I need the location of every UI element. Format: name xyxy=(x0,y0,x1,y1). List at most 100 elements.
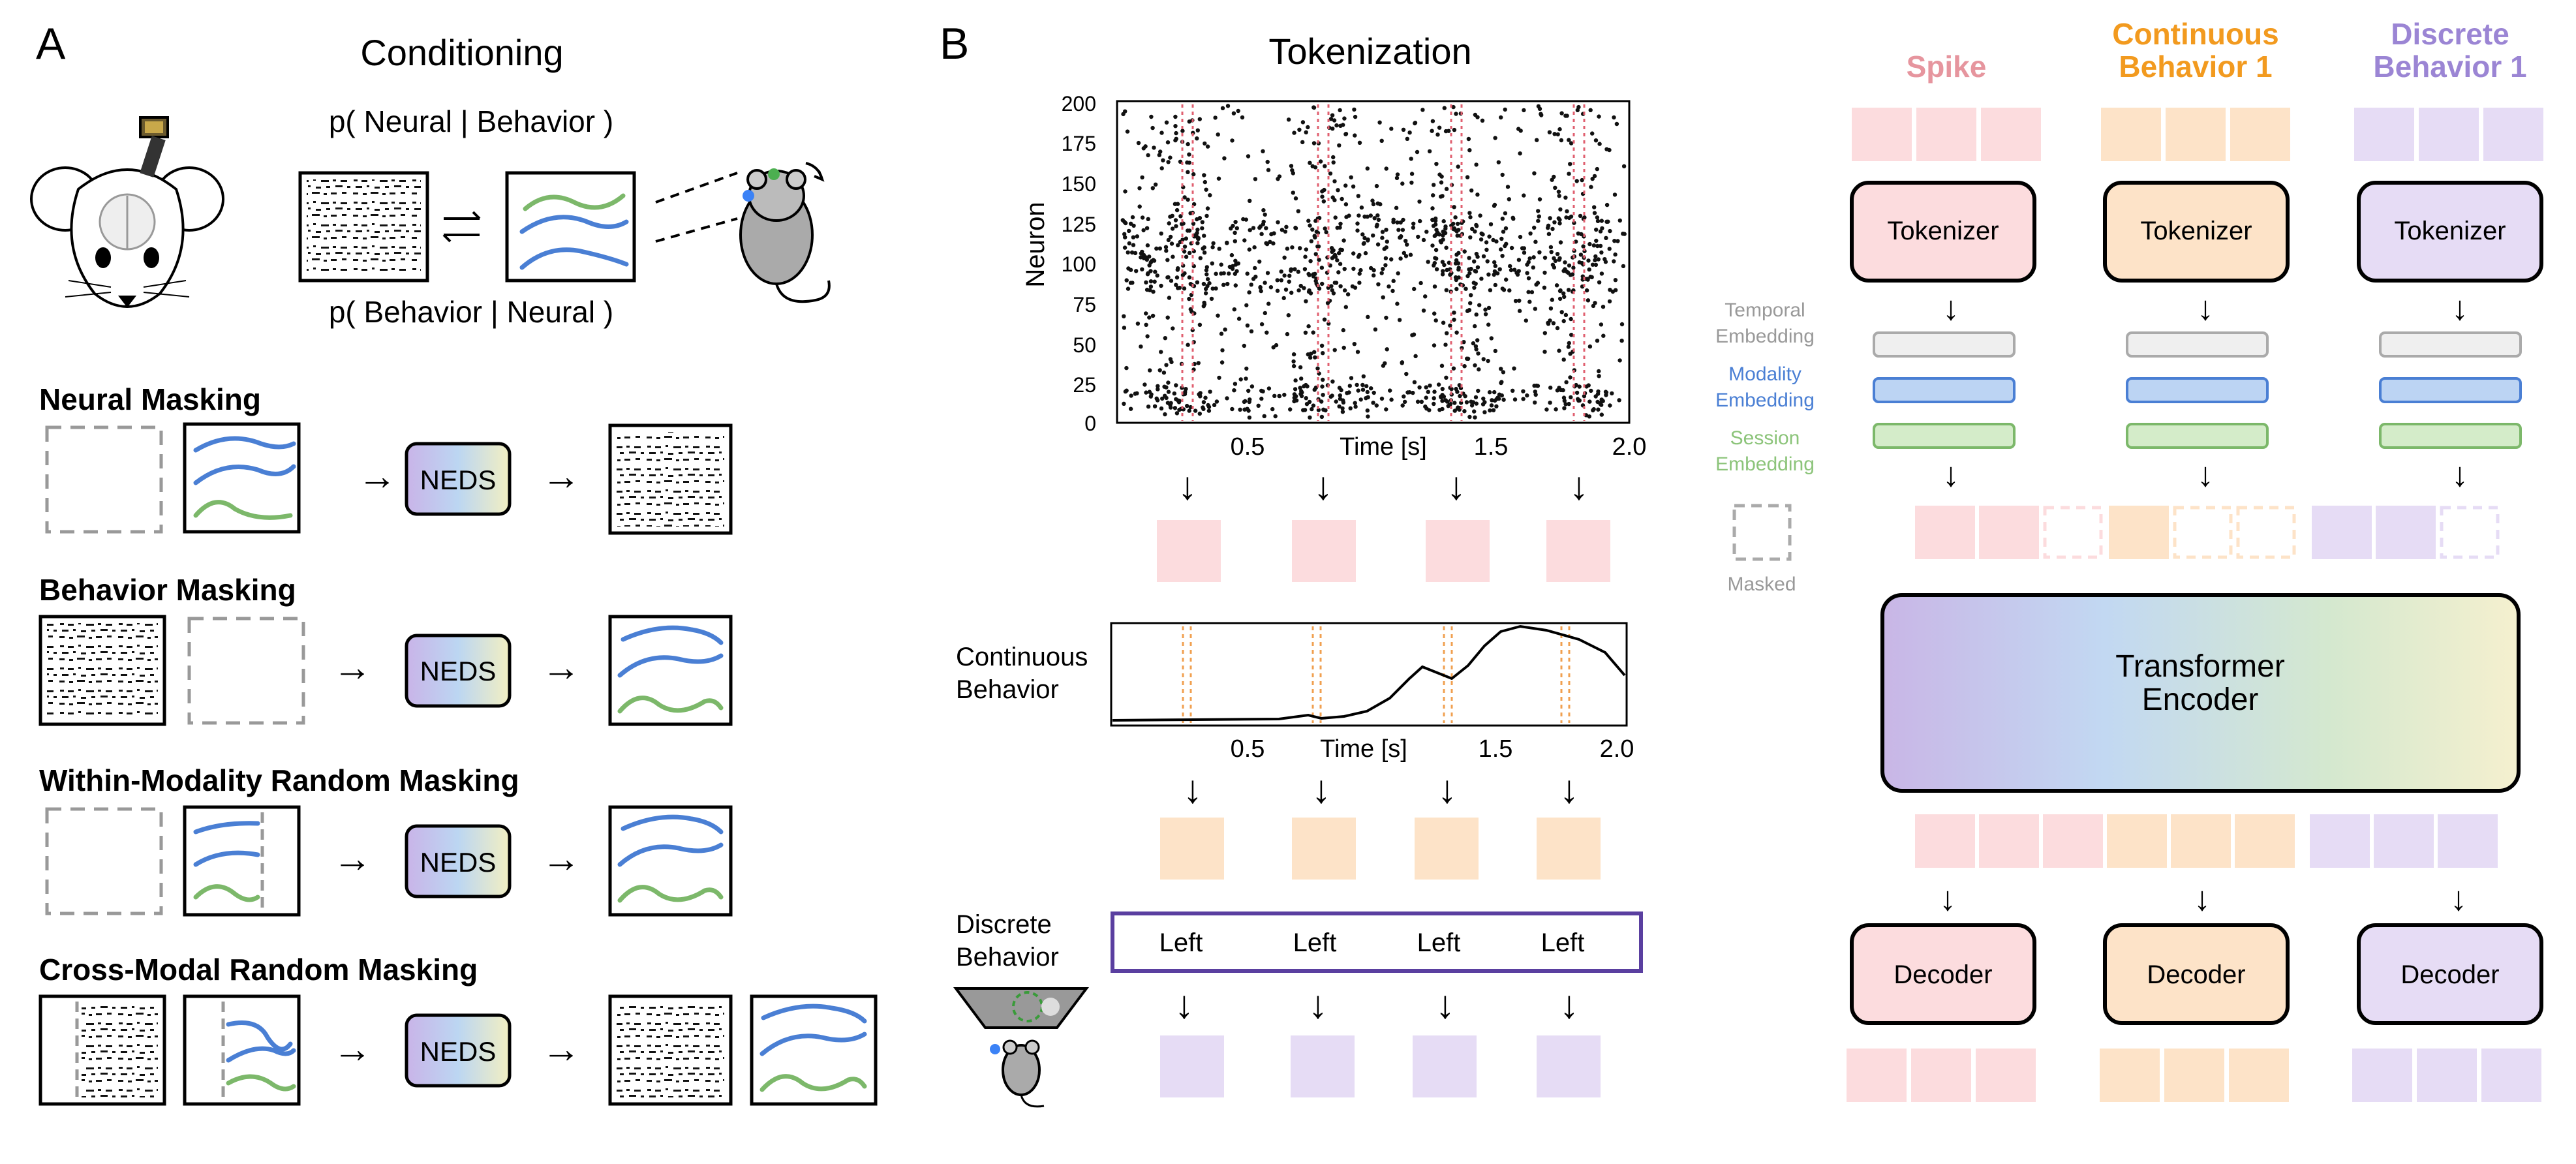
arrow-down-icon: ↓ xyxy=(1183,767,1203,811)
tick-label: 0 xyxy=(1084,412,1096,435)
spike-dot xyxy=(1246,388,1251,393)
spike-dot xyxy=(1612,239,1617,243)
spike-dot xyxy=(1592,205,1597,209)
spike-dot xyxy=(1210,286,1215,291)
spike-dot xyxy=(1188,307,1193,312)
spike-dot xyxy=(1452,205,1456,209)
spike-dot xyxy=(1383,256,1388,260)
spike-dot xyxy=(1469,266,1473,271)
spike-dot xyxy=(1569,395,1573,400)
spike-dot xyxy=(1238,407,1242,412)
spike-dot xyxy=(1587,399,1592,404)
spike-dot xyxy=(1374,183,1379,189)
spike-dot xyxy=(1411,225,1416,230)
spike-dot xyxy=(1279,269,1283,274)
spike-dot xyxy=(1329,246,1334,251)
spike-dot xyxy=(1187,152,1191,157)
spike-dot xyxy=(1259,288,1263,294)
spike-dot xyxy=(1493,348,1497,354)
discrete-label-line1: Discrete xyxy=(956,910,1052,939)
spike-dot xyxy=(1492,272,1496,277)
spike-dot xyxy=(1323,408,1328,413)
spike-dot xyxy=(1284,224,1289,229)
spike-dot xyxy=(1435,132,1440,137)
spike-dot xyxy=(1396,228,1401,232)
spike-dot xyxy=(1217,375,1221,380)
spike-dot xyxy=(1296,209,1301,213)
spike-dot xyxy=(1148,394,1154,399)
spike-dot xyxy=(1286,117,1291,122)
spike-dot xyxy=(1374,224,1379,229)
spike-dot xyxy=(1614,121,1619,127)
spike-dot xyxy=(1402,394,1406,399)
spike-dot xyxy=(1559,111,1564,115)
spike-dot xyxy=(1335,258,1340,263)
tokenization-title: Tokenization xyxy=(1268,31,1471,72)
spike-dot xyxy=(1128,268,1133,272)
spike-dot xyxy=(1233,230,1237,235)
spike-dot xyxy=(1411,390,1415,395)
spike-dot xyxy=(1360,382,1365,388)
spike-dot xyxy=(1330,249,1334,254)
spike-dot xyxy=(1174,397,1178,401)
spike-dot xyxy=(1342,267,1347,271)
spike-dot xyxy=(1468,235,1473,239)
spike-dot xyxy=(1561,291,1566,296)
spike-dot xyxy=(1161,158,1165,162)
spike-dot xyxy=(1595,219,1601,223)
spike-dot xyxy=(1156,384,1160,388)
spike-dot xyxy=(1227,271,1231,276)
neds-label: NEDS xyxy=(420,656,497,686)
spike-dot xyxy=(1453,275,1458,280)
spike-dot xyxy=(1135,321,1141,326)
spike-dot xyxy=(1424,395,1428,400)
spike-dot xyxy=(1289,164,1294,168)
embedding-label-temporal-1: Temporal xyxy=(1725,299,1805,321)
spike-dot xyxy=(1491,237,1495,243)
spike-dot xyxy=(1242,407,1247,412)
spike-dot xyxy=(1472,259,1477,264)
spike-dot xyxy=(1313,235,1317,240)
continuous-tokenizer xyxy=(2103,181,2290,283)
panel-a-letter: A xyxy=(36,19,66,69)
spike-dot xyxy=(1187,408,1191,413)
spike-dot xyxy=(1598,243,1603,249)
spike-dot xyxy=(1563,114,1568,118)
spike-dot xyxy=(1139,345,1143,349)
spike-dot xyxy=(1384,228,1388,232)
spike-dot xyxy=(1216,132,1220,137)
neds-model-box xyxy=(405,1013,512,1088)
spike-dot xyxy=(1432,396,1436,401)
spike-dot xyxy=(1311,105,1316,110)
spike-dot xyxy=(1338,108,1342,113)
spike-dot xyxy=(1452,408,1457,413)
spike-dot xyxy=(1195,241,1200,245)
spike-dot xyxy=(1394,176,1400,180)
spike-dot xyxy=(1430,217,1435,222)
spike-dot xyxy=(1586,277,1590,282)
spike-dot xyxy=(1599,397,1604,402)
spike-dot xyxy=(1128,221,1133,226)
spike-dot xyxy=(1333,254,1338,259)
spike-dot xyxy=(1597,374,1601,378)
spike-dot xyxy=(1404,371,1409,376)
spike-dot xyxy=(1312,350,1317,354)
spike-dot xyxy=(1148,368,1152,373)
spike-dot xyxy=(1584,288,1589,293)
spike-dot xyxy=(1163,336,1168,341)
spike-dot xyxy=(1612,115,1616,120)
spike-dot xyxy=(1236,108,1240,114)
spike-dot xyxy=(1531,265,1535,270)
spike-dot xyxy=(1261,219,1266,224)
embedding-label-session-1: Session xyxy=(1730,427,1800,449)
spike-dot xyxy=(1343,183,1348,188)
neds-label: NEDS xyxy=(420,465,497,495)
neds-label: NEDS xyxy=(420,1036,497,1067)
spike-dot xyxy=(1474,162,1479,167)
spike-dot xyxy=(1437,232,1442,237)
spike-dot xyxy=(1604,202,1610,207)
spike-dot xyxy=(1300,120,1306,125)
spike-dot xyxy=(1563,195,1568,200)
spike-dot xyxy=(1343,132,1349,136)
spike-dot xyxy=(1280,228,1285,232)
